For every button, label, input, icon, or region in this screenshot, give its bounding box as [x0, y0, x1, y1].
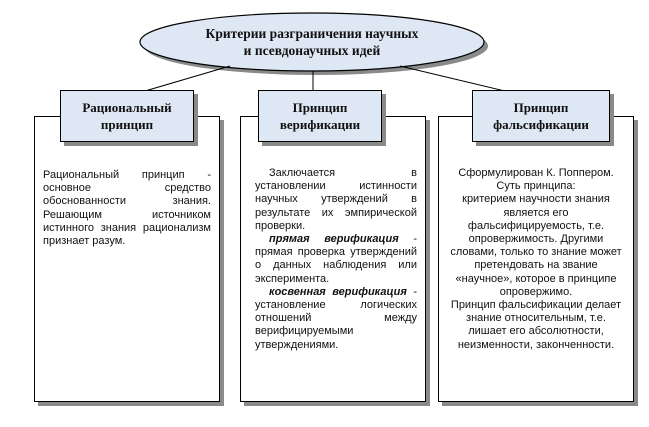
indirect-verification-text: - установление логических отношений межд… — [255, 285, 417, 351]
verification-principle-box: Заключается в установлении истинности на… — [240, 116, 426, 402]
rational-principle-text: Рациональный принцип - основное средство… — [43, 169, 211, 248]
falsification-principle-heading: Принцип фальсификации — [472, 90, 610, 142]
verification-principle-heading-text: Принцип верификации — [279, 100, 361, 132]
direct-verification: прямая верификация - прямая проверка утв… — [255, 233, 417, 286]
falsification-p3: Принцип фальсификации делает знание отно… — [450, 299, 622, 351]
falsification-p1: Сформулирован К. Поппером. Суть принципа… — [458, 167, 614, 193]
indirect-verification: косвенная верификация - установление лог… — [255, 286, 417, 352]
rational-principle-heading-text: Рациональный принцип — [82, 100, 172, 132]
verification-intro: Заключается в установлении истинности на… — [255, 167, 417, 232]
falsification-principle-box: Сформулирован К. Поппером. Суть принципа… — [438, 116, 634, 402]
title-ellipse — [139, 12, 485, 72]
direct-verification-text: - прямая проверка утверждений о данных н… — [255, 233, 417, 285]
falsification-p2: критерием научности знания является его … — [450, 193, 622, 298]
verification-principle-heading: Принцип верификации — [258, 90, 382, 142]
rational-principle-heading: Рациональный принцип — [60, 90, 194, 142]
rational-principle-box: Рациональный принцип - основное средство… — [34, 116, 220, 402]
diagram-title-text: Критерии разграничения научных и псевдон… — [205, 26, 419, 58]
indirect-verification-term: косвенная верификация — [269, 285, 407, 298]
direct-verification-term: прямая верификация — [269, 233, 399, 246]
diagram-title: Критерии разграничения научных и псевдон… — [142, 18, 482, 66]
falsification-principle-heading-text: Принцип фальсификации — [493, 100, 589, 132]
